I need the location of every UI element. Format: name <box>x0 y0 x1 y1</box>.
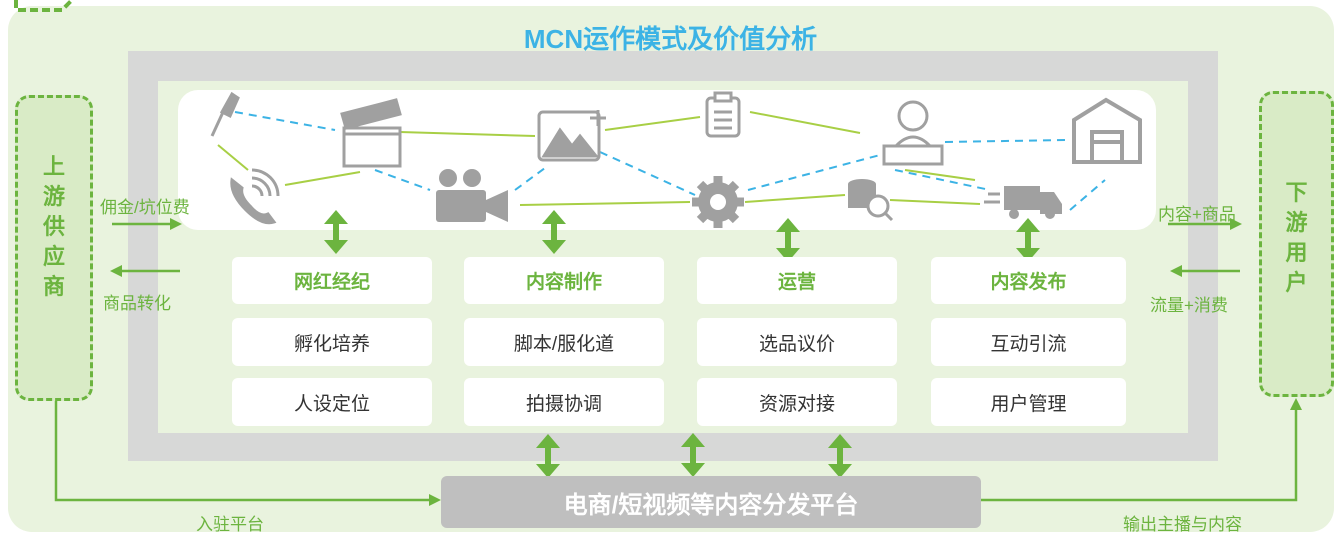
column-item: 选品议价 <box>697 318 897 366</box>
flow-label-traffic-consume: 流量+消费 <box>1150 296 1228 315</box>
network-dashed-lines <box>234 111 1106 211</box>
arrow-join-platform <box>54 401 430 502</box>
flow-label-content-goods: 内容+商品 <box>1158 205 1236 224</box>
column-item: 脚本/服化道 <box>464 318 664 366</box>
content-distribution-platform: 电商/短视频等内容分发平台 <box>441 476 981 528</box>
column-item: 拍摄协调 <box>464 378 664 426</box>
flow-label-output: 输出主播与内容 <box>1123 515 1242 534</box>
upstream-supplier-box: 上 游 供 应 商 <box>15 95 93 401</box>
clapperboard-icon <box>340 98 402 168</box>
delivery-truck-icon <box>984 186 1062 219</box>
column-item: 孵化培养 <box>232 318 432 366</box>
downstream-label: 下 游 用 户 <box>1285 180 1308 295</box>
upstream-label: 上 游 供 应 商 <box>42 154 65 299</box>
network-solid-lines <box>217 111 981 206</box>
downstream-user-box: 下 游 用 户 <box>1259 91 1334 397</box>
column-header-talent-agency: 网红经纪 <box>232 257 432 304</box>
presenter-icon <box>882 100 944 166</box>
warehouse-icon <box>1072 97 1142 164</box>
column-header-content-publishing: 内容发布 <box>931 257 1126 304</box>
flow-label-conversion: 商品转化 <box>103 294 171 313</box>
makeup-brush-icon <box>210 91 240 137</box>
video-camera-icon <box>436 169 508 222</box>
column-item: 用户管理 <box>931 378 1126 426</box>
column-item: 资源对接 <box>697 378 897 426</box>
gear-icon <box>692 176 744 228</box>
diagram-title: MCN运作模式及价值分析 <box>523 24 818 54</box>
column-header-operations: 运营 <box>697 257 897 304</box>
database-search-icon <box>848 179 894 222</box>
phone-icon <box>230 168 280 225</box>
column-item: 人设定位 <box>232 378 432 426</box>
flow-label-commission: 佣金/坑位费 <box>100 198 190 217</box>
corner-decoration <box>14 0 74 12</box>
column-header-content-production: 内容制作 <box>464 257 664 304</box>
flow-label-join-platform: 入驻平台 <box>196 515 264 534</box>
image-add-icon <box>537 110 606 162</box>
arrow-output <box>981 410 1298 502</box>
clipboard-icon <box>705 91 741 138</box>
column-item: 互动引流 <box>931 318 1126 366</box>
